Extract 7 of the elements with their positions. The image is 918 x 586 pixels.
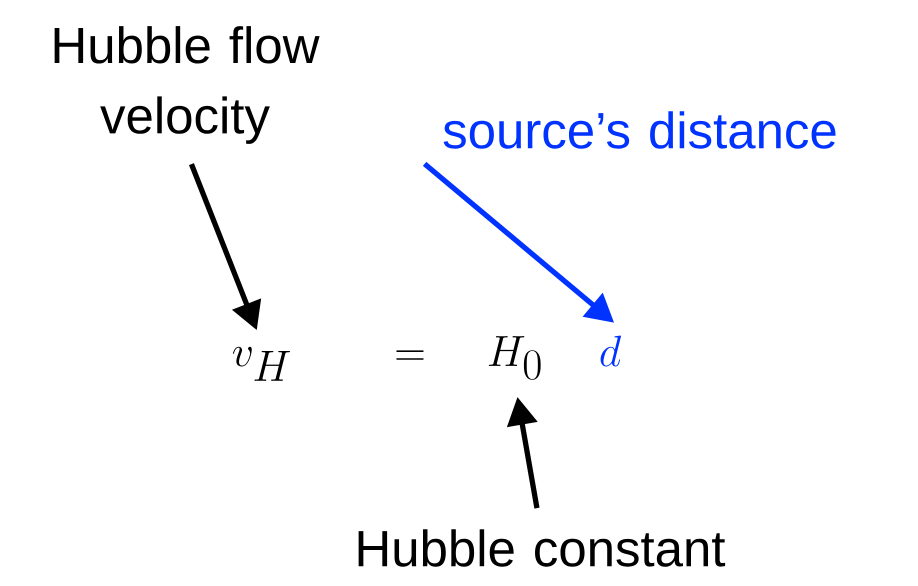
annotation-text: source’s distance — [444, 111, 836, 149]
annotation-text: Hubble flow velocity — [54, 26, 320, 144]
equals-sign: $=$ — [396, 350, 424, 360]
annotation-text: Hubble constant — [358, 529, 726, 567]
formula-term: $H_0$ — [488, 336, 541, 380]
formula-term: $d$ — [600, 336, 622, 366]
formula-term: $v_H$ — [232, 346, 290, 381]
